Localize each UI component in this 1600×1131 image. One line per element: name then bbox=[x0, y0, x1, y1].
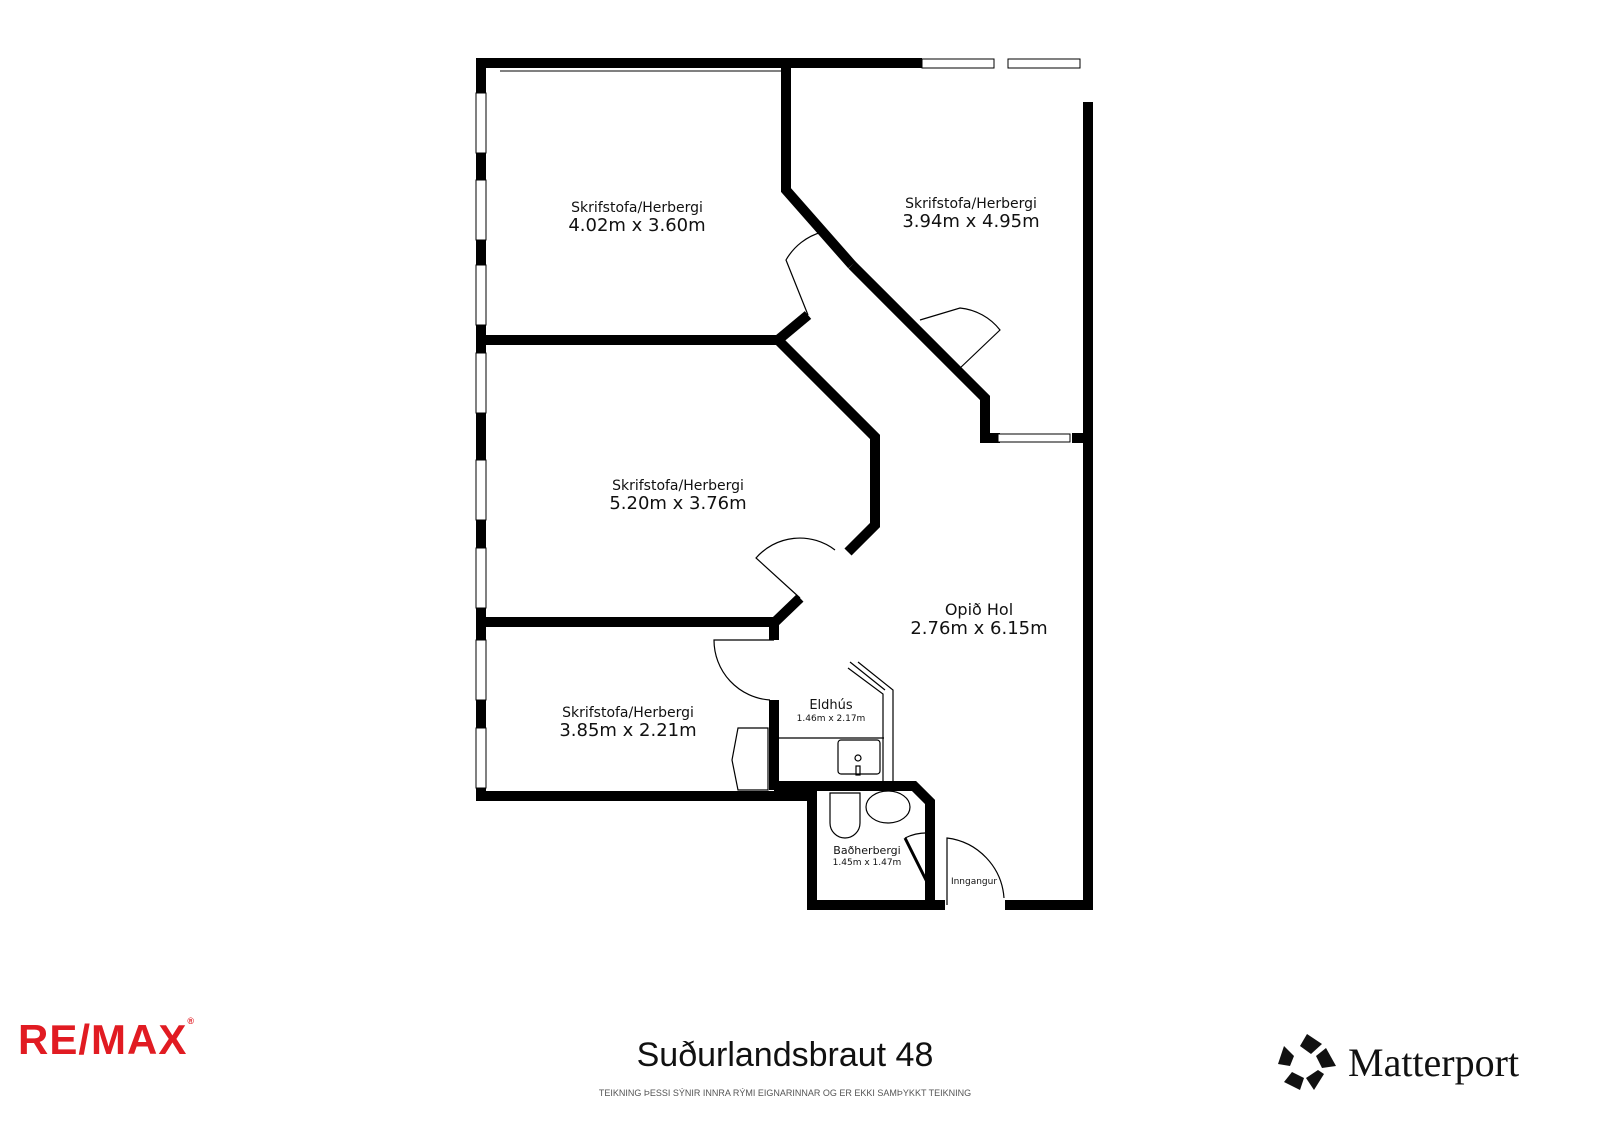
remax-logo-text: RE/MAX bbox=[18, 1016, 188, 1063]
matterport-icon bbox=[1278, 1034, 1336, 1090]
room-label-bathroom: Baðherbergi 1.45m x 1.47m bbox=[832, 844, 902, 868]
walls bbox=[476, 58, 1093, 910]
room-dims: 3.94m x 4.95m bbox=[902, 211, 1040, 233]
room-name: Skrifstofa/Herbergi bbox=[562, 705, 694, 721]
doors bbox=[713, 231, 1005, 905]
room-dims: 1.45m x 1.47m bbox=[832, 857, 902, 868]
room-dims: 4.02m x 3.60m bbox=[568, 215, 706, 237]
matterport-logo: Matterport bbox=[1278, 1034, 1519, 1090]
room-name: Eldhús bbox=[809, 698, 853, 713]
remax-logo: RE/MAX® bbox=[18, 1016, 195, 1063]
wall-top-divider bbox=[781, 63, 856, 269]
matterport-logo-text: Matterport bbox=[1348, 1039, 1520, 1085]
wall-diagonal-right bbox=[848, 261, 1000, 443]
wall-middle-room-lower bbox=[481, 594, 804, 627]
wall-middle-room bbox=[481, 335, 880, 556]
property-title: Suðurlandsbraut 48 bbox=[636, 1036, 934, 1074]
room-label-office-3: Skrifstofa/Herbergi 5.20m x 3.76m bbox=[609, 478, 746, 515]
room-name: Opið Hol bbox=[944, 600, 1014, 619]
wall-door-top-left bbox=[774, 311, 812, 344]
room-name: Skrifstofa/Herbergi bbox=[571, 200, 703, 216]
room-label-hall: Opið Hol 2.76m x 6.15m bbox=[910, 600, 1048, 640]
disclaimer: TEIKNING ÞESSI SÝNIR INNRA RÝMI EIGNARIN… bbox=[598, 1088, 972, 1098]
wall-bathroom bbox=[807, 790, 945, 910]
room-dims: 5.20m x 3.76m bbox=[609, 493, 747, 515]
room-label-office-2: Skrifstofa/Herbergi 3.94m x 4.95m bbox=[902, 196, 1039, 233]
room-dims: 3.85m x 2.21m bbox=[559, 720, 697, 742]
room-dims: 1.46m x 2.17m bbox=[796, 713, 866, 724]
room-name: Skrifstofa/Herbergi bbox=[905, 196, 1037, 212]
room-name: Skrifstofa/Herbergi bbox=[612, 478, 744, 494]
room-label-kitchen: Eldhús 1.46m x 2.17m bbox=[796, 698, 866, 724]
windows bbox=[475, 58, 1081, 789]
entrance-label: Inngangur bbox=[950, 877, 998, 887]
room-dims: 2.76m x 6.15m bbox=[910, 618, 1048, 640]
wall-kitchen-bottom bbox=[774, 781, 935, 905]
room-label-office-4: Skrifstofa/Herbergi 3.85m x 2.21m bbox=[559, 705, 696, 742]
room-name: Baðherbergi bbox=[833, 844, 901, 857]
room-label-office-1: Skrifstofa/Herbergi 4.02m x 3.60m bbox=[568, 200, 705, 237]
